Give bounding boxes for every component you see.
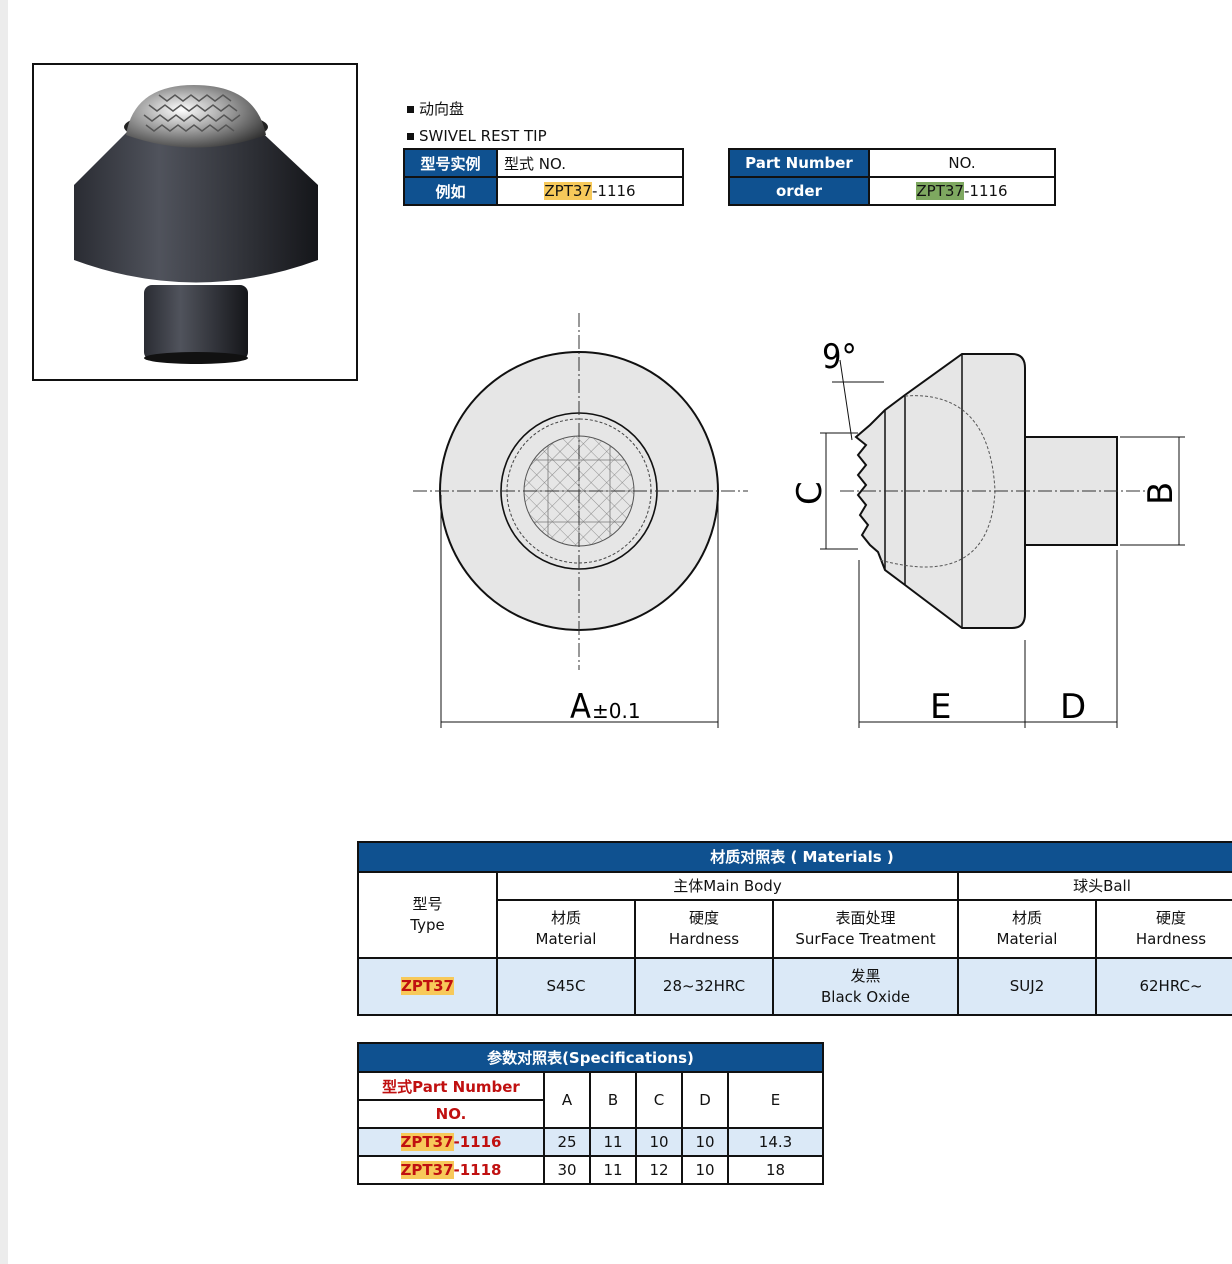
series-highlight: ZPT37 bbox=[400, 1161, 454, 1179]
series-highlight: ZPT37 bbox=[400, 1133, 454, 1151]
title-cn-text: 动向盘 bbox=[419, 100, 465, 118]
front-view: A ±0.1 bbox=[413, 313, 748, 728]
number-suffix: -1118 bbox=[453, 1161, 502, 1179]
cell: S45C bbox=[496, 957, 636, 1016]
col-e: E bbox=[727, 1071, 824, 1129]
part-number-cell: ZPT37-1118 bbox=[357, 1155, 545, 1185]
label-order: order bbox=[728, 176, 870, 206]
label-example: 例如 bbox=[403, 176, 498, 206]
label-model-example: 型号实例 bbox=[403, 148, 498, 178]
main-body-header: 主体Main Body bbox=[496, 871, 959, 901]
number-suffix: -1116 bbox=[591, 182, 636, 200]
col-c: C bbox=[635, 1071, 683, 1129]
value-model-format: 型式 NO. bbox=[496, 148, 684, 178]
dim-c-label: C bbox=[790, 481, 830, 505]
dim-a-label: A bbox=[570, 687, 591, 727]
cell: 18 bbox=[727, 1155, 824, 1185]
col-body-material: 材质 Material bbox=[496, 899, 636, 959]
type-value: ZPT37 bbox=[401, 977, 454, 995]
col-b: B bbox=[589, 1071, 637, 1129]
no-header: NO. bbox=[357, 1099, 545, 1129]
cell: 10 bbox=[681, 1127, 729, 1157]
dim-d-label: D bbox=[1060, 687, 1086, 727]
cell: 25 bbox=[543, 1127, 591, 1157]
specs-title: 参数对照表(Specifications) bbox=[357, 1042, 824, 1073]
specifications-table: 参数对照表(Specifications) 型式Part Number A B … bbox=[357, 1042, 824, 1185]
cell: 28~32HRC bbox=[634, 957, 774, 1016]
col-body-hardness: 硬度 Hardness bbox=[634, 899, 774, 959]
number-suffix: -1116 bbox=[963, 182, 1008, 200]
value-order: ZPT37-1116 bbox=[868, 176, 1056, 206]
value-no: NO. bbox=[868, 148, 1056, 178]
angle-label: 9° bbox=[822, 337, 857, 377]
cell: 62HRC~ bbox=[1095, 957, 1232, 1016]
page-margin bbox=[0, 0, 8, 1264]
series-highlight: ZPT37 bbox=[916, 182, 964, 200]
dim-b-label: B bbox=[1141, 482, 1181, 505]
part-number-cell: ZPT37-1116 bbox=[357, 1127, 545, 1157]
bullet-icon bbox=[407, 106, 414, 113]
side-view: 9° C B E D bbox=[790, 337, 1185, 728]
col-d: D bbox=[681, 1071, 729, 1129]
col-surface-treatment: 表面处理 SurFace Treatment bbox=[772, 899, 959, 959]
col-a: A bbox=[543, 1071, 591, 1129]
product-photo bbox=[32, 63, 358, 381]
materials-table: 材质对照表 ( Materials ) 型号 Type 主体Main Body … bbox=[357, 841, 1232, 1016]
ball-header: 球头Ball bbox=[957, 871, 1232, 901]
col-ball-material: 材质 Material bbox=[957, 899, 1097, 959]
title-en: SWIVEL REST TIP bbox=[407, 127, 547, 145]
cell: 发黑 Black Oxide bbox=[772, 957, 959, 1016]
cell: 11 bbox=[589, 1127, 637, 1157]
dim-e-label: E bbox=[930, 687, 951, 727]
cell: 30 bbox=[543, 1155, 591, 1185]
col-ball-hardness: 硬度 Hardness bbox=[1095, 899, 1232, 959]
table-row: ZPT37-1116 25 11 10 10 14.3 bbox=[357, 1127, 824, 1157]
part-number-header: 型式Part Number bbox=[357, 1071, 545, 1101]
title-cn: 动向盘 bbox=[407, 98, 464, 119]
number-suffix: -1116 bbox=[453, 1133, 502, 1151]
technical-drawing: A ±0.1 9° C B E D bbox=[413, 313, 1185, 728]
series-highlight: ZPT37 bbox=[544, 182, 592, 200]
cell: 11 bbox=[589, 1155, 637, 1185]
title-en-text: SWIVEL REST TIP bbox=[419, 127, 547, 145]
table-row: ZPT37-1118 30 11 12 10 18 bbox=[357, 1155, 824, 1185]
cell: 14.3 bbox=[727, 1127, 824, 1157]
table-row: ZPT37 S45C 28~32HRC 发黑 Black Oxide SUJ2 … bbox=[357, 957, 1232, 1016]
value-example: ZPT37-1116 bbox=[496, 176, 684, 206]
cell: 12 bbox=[635, 1155, 683, 1185]
type-cell: ZPT37 bbox=[357, 957, 498, 1016]
cell: SUJ2 bbox=[957, 957, 1097, 1016]
cell: 10 bbox=[681, 1155, 729, 1185]
materials-title: 材质对照表 ( Materials ) bbox=[357, 841, 1232, 873]
cell: 10 bbox=[635, 1127, 683, 1157]
bullet-icon bbox=[407, 133, 414, 140]
label-part-number: Part Number bbox=[728, 148, 870, 178]
swivel-tip-image bbox=[74, 85, 318, 364]
type-header: 型号 Type bbox=[357, 871, 498, 959]
dim-a-tolerance: ±0.1 bbox=[592, 699, 641, 723]
